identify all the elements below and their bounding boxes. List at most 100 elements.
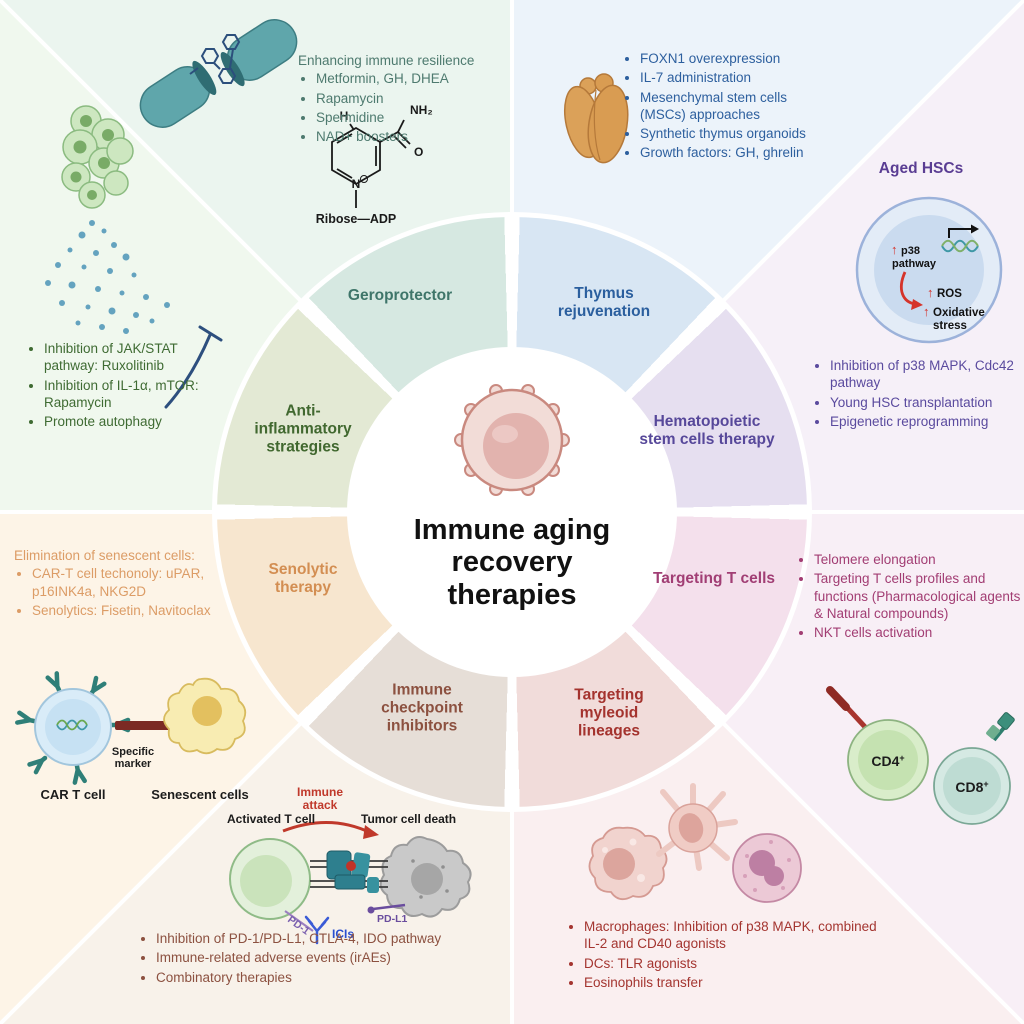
- ring-label-targeting-myeloid: Targeting myleoid lineages: [574, 686, 644, 739]
- thymus-list: FOXN1 overexpressionIL-7 administrationM…: [622, 50, 832, 162]
- list-item: Macrophages: Inhibition of p38 MAPK, com…: [584, 918, 896, 953]
- immune-cell-cluster-illustration: [45, 105, 223, 409]
- ring-label-thymus-rejuvenation: Thymus rejuvenation: [557, 285, 651, 320]
- list-item: FOXN1 overexpression: [640, 50, 832, 67]
- list-item: Mesenchymal stem cells (MSCs) approaches: [640, 89, 832, 124]
- specific-marker-label: Specific: [112, 746, 154, 758]
- specific-marker-label-2: marker: [115, 758, 152, 770]
- section-senolytic: Elimination of senescent cells: CAR-T ce…: [14, 547, 249, 621]
- molecules-icon: [189, 34, 241, 84]
- list-item: Eosinophils transfer: [584, 974, 896, 991]
- section-thymus: FOXN1 overexpressionIL-7 administrationM…: [622, 50, 832, 164]
- cd8-label: CD8+: [955, 779, 988, 795]
- list-item: Inhibition of JAK/STAT pathway: Ruxoliti…: [44, 340, 206, 375]
- list-item: Metformin, GH, DHEA: [316, 70, 508, 87]
- list-item: Inhibition of p38 MAPK, Cdc42 pathway: [830, 357, 1024, 392]
- ring-label-targeting-t-cells: Targeting T cells: [652, 570, 776, 588]
- car-t-cell-label: CAR T cell: [40, 787, 105, 802]
- ring-label-geroprotector: Geroprotector: [347, 287, 453, 305]
- tumor-cell-death-label: Tumor cell death: [361, 812, 456, 826]
- central-cell-illustration: [454, 384, 570, 496]
- car-receptors-icon: [15, 671, 131, 785]
- attack-arrow-icon: [282, 821, 372, 835]
- list-item: Epigenetic reprogramming: [830, 413, 1024, 430]
- chem-n-label: N: [352, 177, 361, 191]
- hematopoietic-list: Inhibition of p38 MAPK, Cdc42 pathwayYou…: [812, 357, 1024, 430]
- cd4-label: CD4+: [871, 753, 904, 769]
- geroprotector-heading: Enhancing immune resilience: [298, 53, 475, 68]
- list-item: Spermidine: [316, 109, 508, 126]
- pd1-line: [284, 910, 314, 932]
- up-arrow-icon: ↑: [891, 242, 898, 257]
- ring-label-senolytic: Senolytic therapy: [268, 561, 338, 596]
- capsule-pills-icon: [139, 19, 298, 128]
- chem-ribose-adp-label: Ribose—ADP: [316, 212, 397, 226]
- specific-marker-bar: [115, 721, 177, 730]
- activated-t-cell-label: Activated T cell: [227, 812, 315, 826]
- icis-label: ICIs: [332, 927, 354, 941]
- section-geroprotector: Enhancing immune resilience Metformin, G…: [298, 52, 508, 147]
- list-item: Targeting T cells profiles and functions…: [814, 570, 1024, 622]
- red-curved-arrow-icon: [900, 271, 916, 306]
- list-item: Rapamycin: [316, 90, 508, 107]
- checkpoint-list: Inhibition of PD-1/PD-L1, CTLA-4, IDO pa…: [138, 930, 478, 986]
- pdl1-line: [372, 903, 406, 911]
- ring-label-immune-checkpoint: Immune checkpoint inhibitors: [381, 681, 463, 734]
- section-anti-inflammatory: Inhibition of JAK/STAT pathway: Ruxoliti…: [26, 340, 206, 432]
- senescent-cells-label: Senescent cells: [151, 787, 249, 802]
- senolytic-list: CAR-T cell techonoly: uPAR, p16INK4a, NK…: [14, 565, 249, 619]
- aged-hscs-title: Aged HSCs: [878, 160, 964, 177]
- list-item: DCs: TLR agonists: [584, 955, 896, 972]
- thymus-illustration: [564, 73, 629, 164]
- inhibition-arc-icon: [164, 333, 212, 409]
- immune-attack-label-2: attack: [303, 798, 338, 812]
- list-item: Telomere elongation: [814, 551, 1024, 568]
- section-targeting-t-cells: Telomere elongationTargeting T cells pro…: [796, 551, 1024, 643]
- myeloid-cells-illustration: [588, 783, 802, 903]
- list-item: Young HSC transplantation: [830, 394, 1024, 411]
- list-item: Senolytics: Fisetin, Navitoclax: [32, 602, 249, 619]
- icis-antibody-icon: [304, 915, 330, 945]
- pdl1-label: PD-L1: [377, 913, 407, 925]
- list-item: CAR-T cell techonoly: uPAR, p16INK4a, NK…: [32, 565, 249, 600]
- section-hematopoietic: Inhibition of p38 MAPK, Cdc42 pathwayYou…: [812, 357, 1024, 432]
- pathway-label: pathway: [892, 258, 937, 270]
- list-item: NKT cells activation: [814, 624, 1024, 641]
- chem-nh2-label: NH₂: [410, 103, 433, 117]
- aged-hsc-cell-illustration: ↑ p38 pathway ↑ ROS ↑ Oxidative stress: [855, 196, 1003, 344]
- list-item: IL-7 administration: [640, 69, 832, 86]
- myeloid-list: Macrophages: Inhibition of p38 MAPK, com…: [566, 918, 896, 991]
- chem-o-label: O: [414, 145, 423, 159]
- up-arrow-icon: ↑: [927, 285, 934, 300]
- list-item: NAD+ boosters: [316, 128, 508, 145]
- anti-inflammatory-list: Inhibition of JAK/STAT pathway: Ruxoliti…: [26, 340, 206, 430]
- ros-label: ROS: [937, 288, 962, 300]
- senolytic-heading: Elimination of senescent cells:: [14, 548, 195, 563]
- list-item: Inhibition of PD-1/PD-L1, CTLA-4, IDO pa…: [156, 930, 478, 947]
- transcription-arrow-icon: [948, 228, 971, 238]
- dna-icon: [941, 239, 979, 253]
- oxidative-label: Oxidative: [933, 307, 985, 319]
- immune-attack-label: Immune: [297, 785, 343, 799]
- list-item: Combinatory therapies: [156, 969, 478, 986]
- stress-label: stress: [933, 320, 967, 332]
- section-checkpoint: Inhibition of PD-1/PD-L1, CTLA-4, IDO pa…: [138, 930, 478, 988]
- ring-label-hematopoietic: Hematopoietic stem cells therapy: [639, 413, 775, 448]
- chem-h-label: H: [340, 109, 349, 123]
- cd4-cd8-cells-illustration: CD4+ CD8+: [826, 686, 1015, 825]
- secreted-factors-dots: [45, 220, 170, 334]
- list-item: Synthetic thymus organoids: [640, 125, 832, 142]
- t-cells-list: Telomere elongationTargeting T cells pro…: [796, 551, 1024, 641]
- dna-icon: [56, 719, 88, 731]
- figure-title: Immune aging recovery therapies: [413, 514, 611, 611]
- section-myeloid: Macrophages: Inhibition of p38 MAPK, com…: [566, 918, 896, 993]
- t-cell-tumor-interaction-illustration: Immune attack Activated T cell Tumor cel…: [227, 785, 472, 945]
- up-arrow-icon: ↑: [923, 304, 930, 319]
- list-item: Growth factors: GH, ghrelin: [640, 144, 832, 161]
- cell-cluster: [61, 105, 134, 209]
- nicotinamide-molecule-structure: H NH₂ O N Ribose—ADP: [316, 103, 433, 226]
- car-t-cell-illustration: Specific marker CAR T cell Senescent cel…: [15, 671, 249, 802]
- list-item: Promote autophagy: [44, 413, 206, 430]
- list-item: Immune-related adverse events (irAEs): [156, 949, 478, 966]
